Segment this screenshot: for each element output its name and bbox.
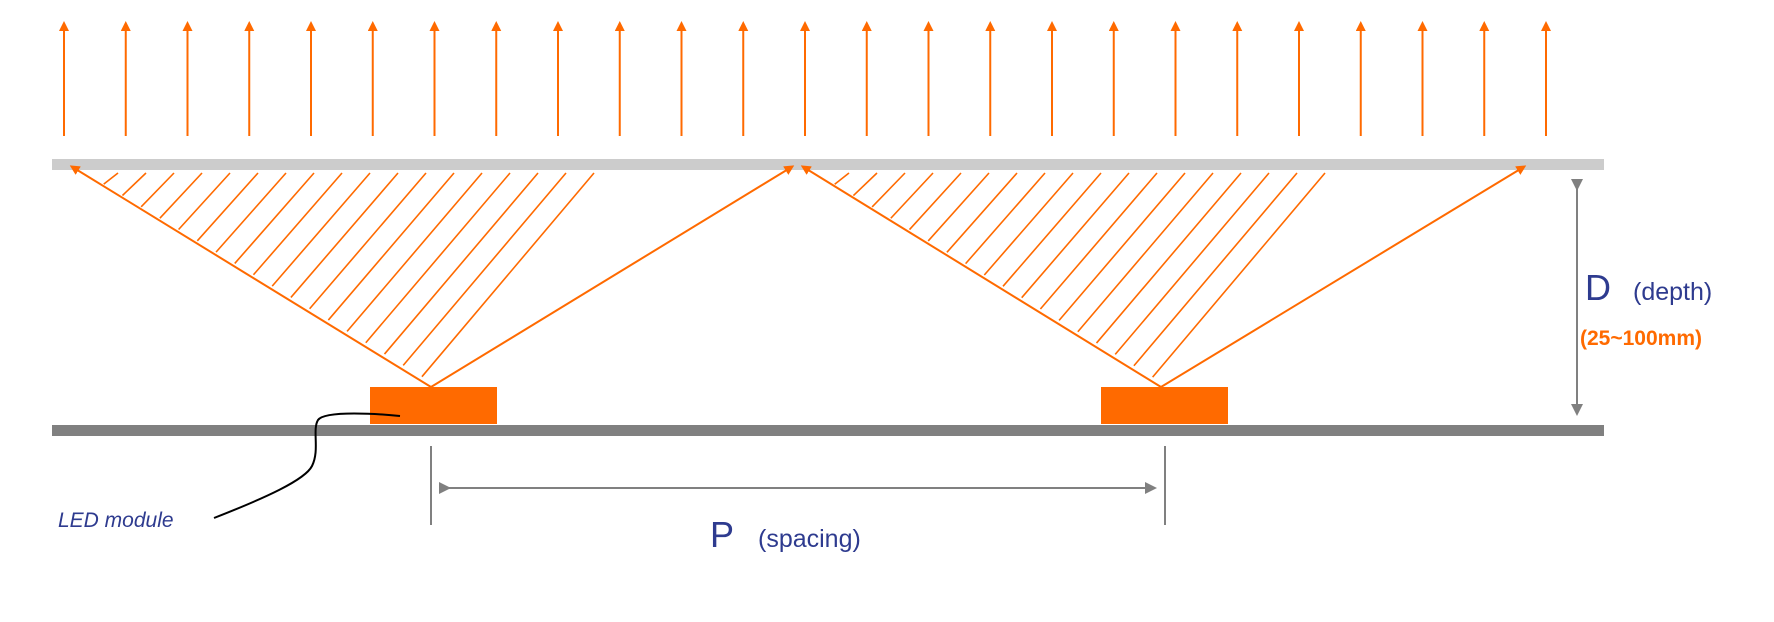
cone-ray [800, 165, 1162, 388]
hatch-line [234, 172, 315, 264]
hatch-line [871, 172, 906, 208]
hatch-line [983, 172, 1074, 276]
hatch-line [140, 172, 175, 208]
hatch-line [1095, 172, 1242, 344]
hatch-line [1152, 172, 1326, 378]
hatch-line [890, 172, 934, 219]
hatch-line [196, 172, 259, 242]
hatch-line [383, 172, 539, 355]
led-module-leader-line [213, 412, 401, 519]
back-board [52, 425, 1604, 436]
hatch-line [103, 172, 119, 185]
hatch-line [1039, 172, 1158, 310]
hatch-line [365, 172, 511, 344]
hatch-line [1021, 172, 1130, 299]
hatch-line [834, 172, 850, 185]
hatch-line [852, 172, 878, 197]
spacing-word: (spacing) [758, 525, 861, 553]
light-cone-right [800, 165, 1527, 388]
spacing-dimension [430, 446, 1166, 525]
hatch-line [908, 172, 962, 231]
hatch-line [178, 172, 231, 231]
depth-letter: D [1585, 267, 1611, 308]
cone-ray [430, 165, 795, 388]
cone-ray [69, 165, 432, 388]
spacing-letter: P [710, 514, 734, 555]
light-cone-hatching [103, 172, 1326, 378]
hatch-line [252, 172, 343, 276]
led-module-label: LED module [58, 509, 174, 532]
emitted-light-arrows [59, 21, 1551, 136]
diffuser-plate [52, 159, 1604, 170]
hatch-line [309, 172, 427, 310]
hatch-line [121, 172, 147, 197]
hatch-line [215, 172, 287, 253]
hatch-line [402, 172, 567, 366]
hatch-line [1077, 172, 1214, 333]
depth-word: (depth) [1633, 278, 1712, 306]
hatch-line [290, 172, 399, 298]
hatch-line [965, 172, 1046, 265]
hatch-line [1058, 172, 1186, 321]
led-module-left [370, 387, 497, 424]
light-cone-left [69, 165, 795, 388]
hatch-line [1002, 172, 1102, 287]
hatch-line [421, 172, 595, 378]
hatch-line [159, 172, 203, 219]
hatch-line [1133, 172, 1298, 367]
hatch-line [946, 172, 1018, 253]
led-module-right [1101, 387, 1228, 424]
hatch-line [271, 172, 371, 287]
hatch-line [927, 172, 990, 242]
hatch-line [346, 172, 483, 332]
hatch-line [1114, 172, 1270, 355]
cone-ray [1160, 165, 1527, 388]
hatch-line [327, 172, 455, 321]
depth-range: (25~100mm) [1580, 327, 1702, 350]
